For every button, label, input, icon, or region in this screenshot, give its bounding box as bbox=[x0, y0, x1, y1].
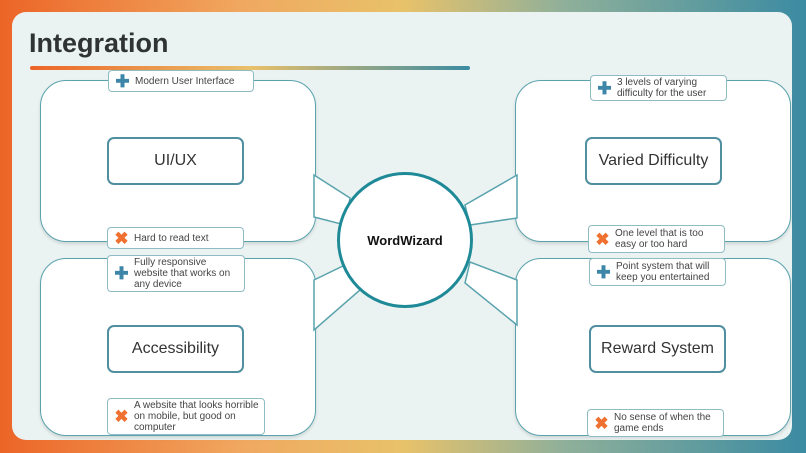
note-text: Point system that will keep you entertai… bbox=[616, 261, 710, 283]
note-text: One level that is too easy or too hard bbox=[615, 228, 704, 250]
note-text: 3 levels of varying difficulty for the u… bbox=[617, 77, 707, 99]
con-note: ✖No sense of when the game ends bbox=[587, 409, 724, 437]
con-note: ✖ A website that looks horrible on mobile… bbox=[107, 398, 265, 435]
connector-varied-difficulty bbox=[464, 173, 518, 226]
plus-icon: ✚ bbox=[597, 78, 612, 98]
connector-reward-system bbox=[464, 260, 518, 327]
label-accessibility: Accessibility bbox=[107, 325, 244, 373]
plus-icon: ✚ bbox=[115, 71, 130, 91]
cross-icon: ✖ bbox=[595, 229, 610, 249]
title-underline bbox=[30, 66, 470, 70]
note-text: No sense of when the game ends bbox=[614, 412, 711, 434]
label-varied-difficulty: Varied Difficulty bbox=[585, 137, 722, 185]
con-note: ✖ Hard to read text bbox=[107, 227, 244, 249]
pro-note: ✚ Modern User Interface bbox=[108, 70, 254, 92]
label-reward-system: Reward System bbox=[589, 325, 726, 373]
page-title: Integration bbox=[29, 28, 169, 58]
cross-icon: ✖ bbox=[594, 413, 609, 433]
pro-note: ✚Point system that will keep you enterta… bbox=[589, 258, 726, 286]
con-note: ✖One level that is too easy or too hard bbox=[588, 225, 725, 253]
plus-icon: ✚ bbox=[114, 264, 129, 283]
label-uiux: UI/UX bbox=[107, 137, 244, 185]
note-text: Modern User Interface bbox=[135, 75, 235, 87]
note-text: Fully responsive website that works on a… bbox=[134, 257, 231, 290]
note-text: A website that looks horrible on mobile,… bbox=[134, 400, 259, 433]
pro-note: ✚ Fully responsive website that works on … bbox=[107, 255, 245, 292]
note-text: Hard to read text bbox=[134, 232, 209, 244]
center-node: WordWizard bbox=[337, 172, 473, 308]
pro-note: ✚3 levels of varying difficulty for the … bbox=[590, 75, 727, 101]
cross-icon: ✖ bbox=[114, 407, 129, 426]
center-label: WordWizard bbox=[367, 232, 443, 248]
plus-icon: ✚ bbox=[596, 262, 611, 282]
cross-icon: ✖ bbox=[114, 228, 129, 248]
